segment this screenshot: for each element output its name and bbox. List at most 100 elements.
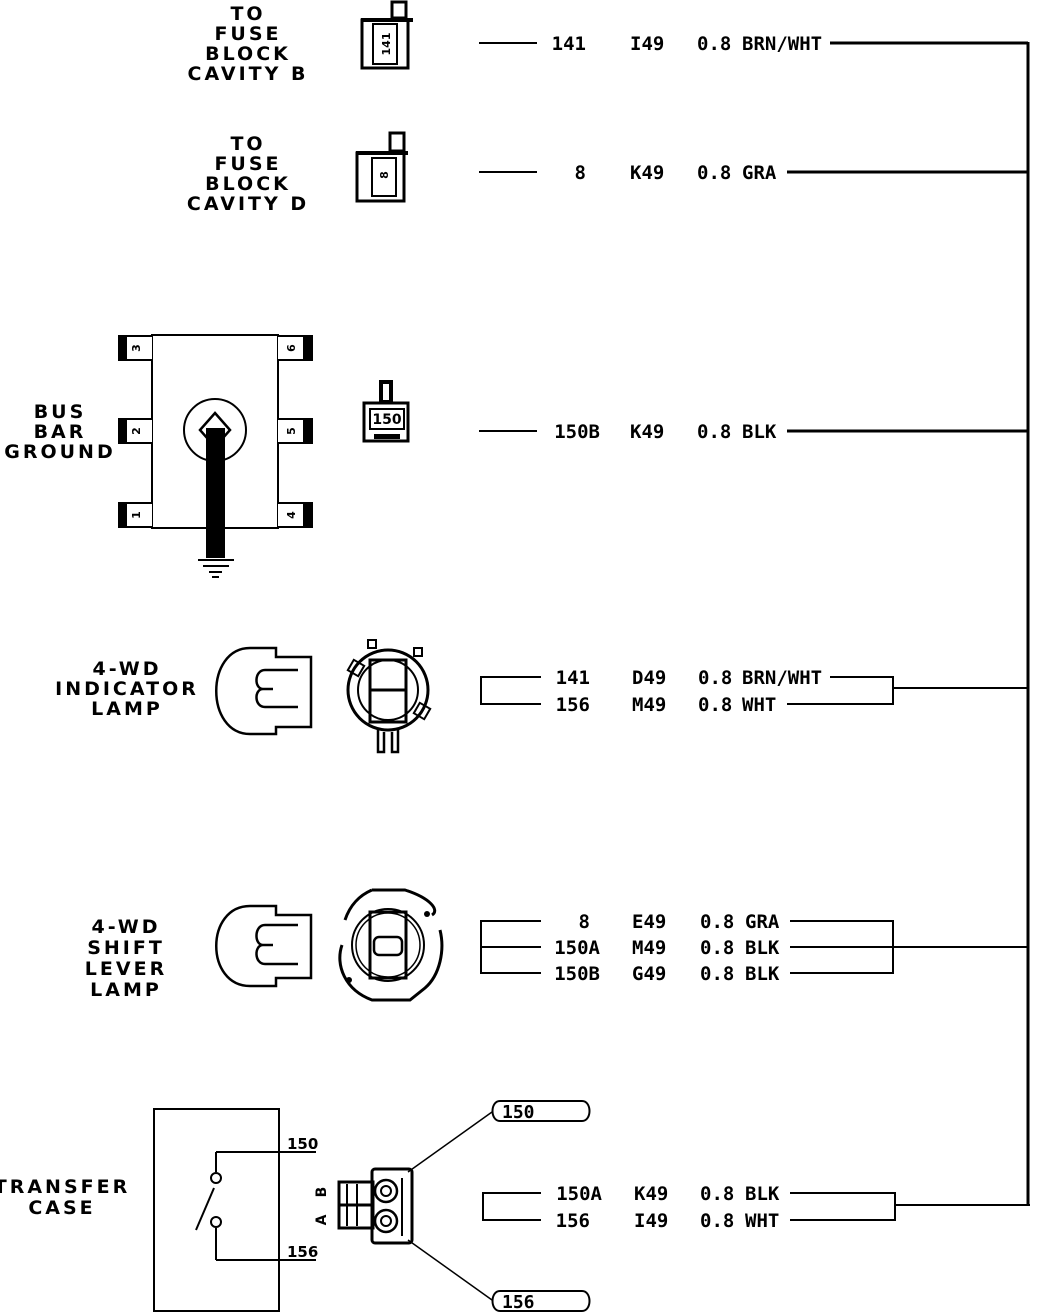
terminal-label-150: 150 [287,1135,318,1153]
label-line: 4-WD [93,658,162,680]
wire-code: M49 [632,937,666,959]
wire-gauge: 0.8 [700,937,734,959]
wire-color: GRA [745,911,780,933]
wire-circuit: 141 [552,33,586,55]
wire-label-row: 150B K49 0.8 BLK [554,421,777,443]
label-fuse-cavity-b: TO FUSE BLOCK CAVITY B [188,3,309,85]
wire-code: I49 [630,33,664,55]
fuse-d-connector-icon: 8 [355,131,408,203]
wire-circuit: 150A [554,937,600,959]
wire-label-row: 8 K49 0.8 GRA [575,162,777,184]
wire-code: K49 [630,162,664,184]
label-line: LAMP [90,979,162,1001]
label-line: SHIFT [87,937,165,959]
pin-label: 3 [130,344,143,352]
connector-label: 150 [372,412,401,428]
wire-color: WHT [745,1210,779,1232]
label-line: GROUND [4,441,115,463]
label-line: BLOCK [205,173,291,195]
callout-label: 156 [502,1292,535,1313]
wire-lines [479,41,1030,1221]
transfer-case-connector-icon: B A [314,1111,493,1301]
pin-label: 5 [285,427,298,435]
label-line: BAR [34,421,87,443]
pin-label: 4 [285,511,298,519]
wire-circuit: 156 [556,1210,590,1232]
wire-code: E49 [632,911,666,933]
wire-circuit: 141 [556,667,590,689]
label-line: 4-WD [92,916,161,938]
wire-gauge: 0.8 [698,694,732,716]
label-line: LEVER [85,958,167,980]
callout-156: 156 [491,1290,591,1313]
wire-color: BLK [742,421,777,443]
wire-color: BLK [745,1183,780,1205]
wire-gauge: 0.8 [697,421,731,443]
wire-label-row: 141 I49 0.8 BRN/WHT [552,33,822,55]
callout-150: 150 [491,1100,591,1123]
wire-gauge: 0.8 [697,162,731,184]
wire-gauge: 0.8 [700,963,734,985]
wire-circuit: 156 [556,694,590,716]
bus-bar-connector-icon: 150 [362,380,410,443]
label-line: INDICATOR [55,678,199,700]
wire-label-row: 150A M49 0.8 BLK [554,937,780,959]
wire-circuit: 8 [579,911,590,933]
wire-color: BRN/WHT [742,33,822,55]
wire-circuit: 150A [556,1183,602,1205]
label-line: CAVITY B [188,63,309,85]
label-indicator-lamp: 4-WD INDICATOR LAMP [55,658,199,720]
label-shift-lever-lamp: 4-WD SHIFT LEVER LAMP [85,916,167,1001]
label-bus-bar-ground: BUS BAR GROUND [4,401,115,463]
fuse-b-connector-icon: 141 [360,0,413,70]
label-line: BUS [34,401,87,423]
wire-circuit: 8 [575,162,586,184]
wire-circuit: 150B [554,963,600,985]
wire-gauge: 0.8 [700,1210,734,1232]
pin-label-b: B [314,1187,330,1198]
wire-color: BRN/WHT [742,667,822,689]
wire-gauge: 0.8 [697,33,731,55]
wire-color: WHT [742,694,776,716]
label-line: TO [230,133,265,155]
wire-label-row: 156 M49 0.8 WHT [556,694,777,716]
wire-label-row: 150B G49 0.8 BLK [554,963,780,985]
wire-code: K49 [630,421,664,443]
callout-label: 150 [502,1102,535,1123]
wire-code: M49 [632,694,666,716]
wire-label-row: 8 E49 0.8 GRA [579,911,780,933]
shift-lamp-socket-icon [338,888,444,1002]
wire-color: BLK [745,963,780,985]
connector-label: 141 [380,33,393,56]
wire-color: GRA [742,162,777,184]
label-line: BLOCK [205,43,291,65]
pin-label: 2 [130,427,143,435]
pin-label: 6 [285,344,298,352]
wire-label-row: 156 I49 0.8 WHT [556,1210,780,1232]
label-line: LAMP [91,698,163,720]
indicator-bulb-icon [215,646,313,736]
label-fuse-cavity-d: TO FUSE BLOCK CAVITY D [187,133,306,215]
bus-bar-ground-icon: 3 2 1 6 5 4 [118,334,313,578]
wire-circuit: 150B [554,421,600,443]
wire-label-row: 141 D49 0.8 BRN/WHT [556,667,822,689]
wire-color: BLK [745,937,780,959]
label-line: TO [230,3,265,25]
shift-lamp-bulb-icon [215,904,313,988]
label-line: FUSE [214,23,281,45]
terminal-label-156: 156 [287,1243,318,1261]
wire-code: K49 [634,1183,668,1205]
wire-code: I49 [634,1210,668,1232]
label-line: FUSE [214,153,281,175]
label-transfer-case: TRANSFER CASE [0,1176,130,1219]
transfer-case-switch-icon: 150 156 [153,1108,318,1312]
wire-gauge: 0.8 [698,667,732,689]
label-line: TRANSFER [0,1176,130,1198]
wire-code: G49 [632,963,666,985]
label-line: CASE [28,1197,95,1219]
wire-gauge: 0.8 [700,1183,734,1205]
pin-label: 1 [130,511,143,519]
wire-label-row: 150A K49 0.8 BLK [556,1183,780,1205]
pin-label-a: A [314,1214,330,1225]
